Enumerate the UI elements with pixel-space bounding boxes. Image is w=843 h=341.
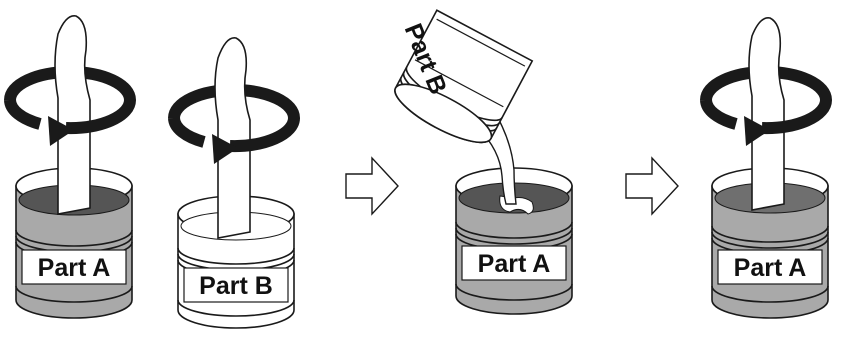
spatula-icon	[214, 37, 251, 239]
next-step-arrow-icon	[625, 156, 679, 216]
step-1-stir-part-b: Part B	[168, 37, 301, 329]
step-2-pour-part-b: Part A Part B	[394, 9, 573, 315]
spatula-icon	[748, 17, 785, 211]
jar-label-part-a-1: Part A	[38, 254, 111, 282]
pour-jar-part-b	[394, 9, 534, 144]
jar-label-part-a-4: Part A	[734, 254, 807, 282]
stir-arrow-icon	[65, 99, 137, 135]
jar-part-a-4: Part A	[711, 167, 829, 319]
next-step-arrow-icon	[345, 156, 399, 216]
jar-label-part-b: Part B	[199, 272, 273, 300]
step-1-stir-part-a: Part A	[4, 15, 137, 319]
jar-label-part-a-3: Part A	[478, 250, 551, 278]
stir-arrow-icon	[761, 99, 833, 135]
jar-part-b: Part B	[177, 195, 295, 329]
spatula-icon	[54, 15, 91, 215]
jar-part-a-1: Part A	[15, 167, 133, 319]
pour-stream-icon	[476, 121, 517, 205]
step-3-stir-mixed: Part A	[700, 17, 833, 319]
stir-arrow-icon	[229, 117, 301, 153]
